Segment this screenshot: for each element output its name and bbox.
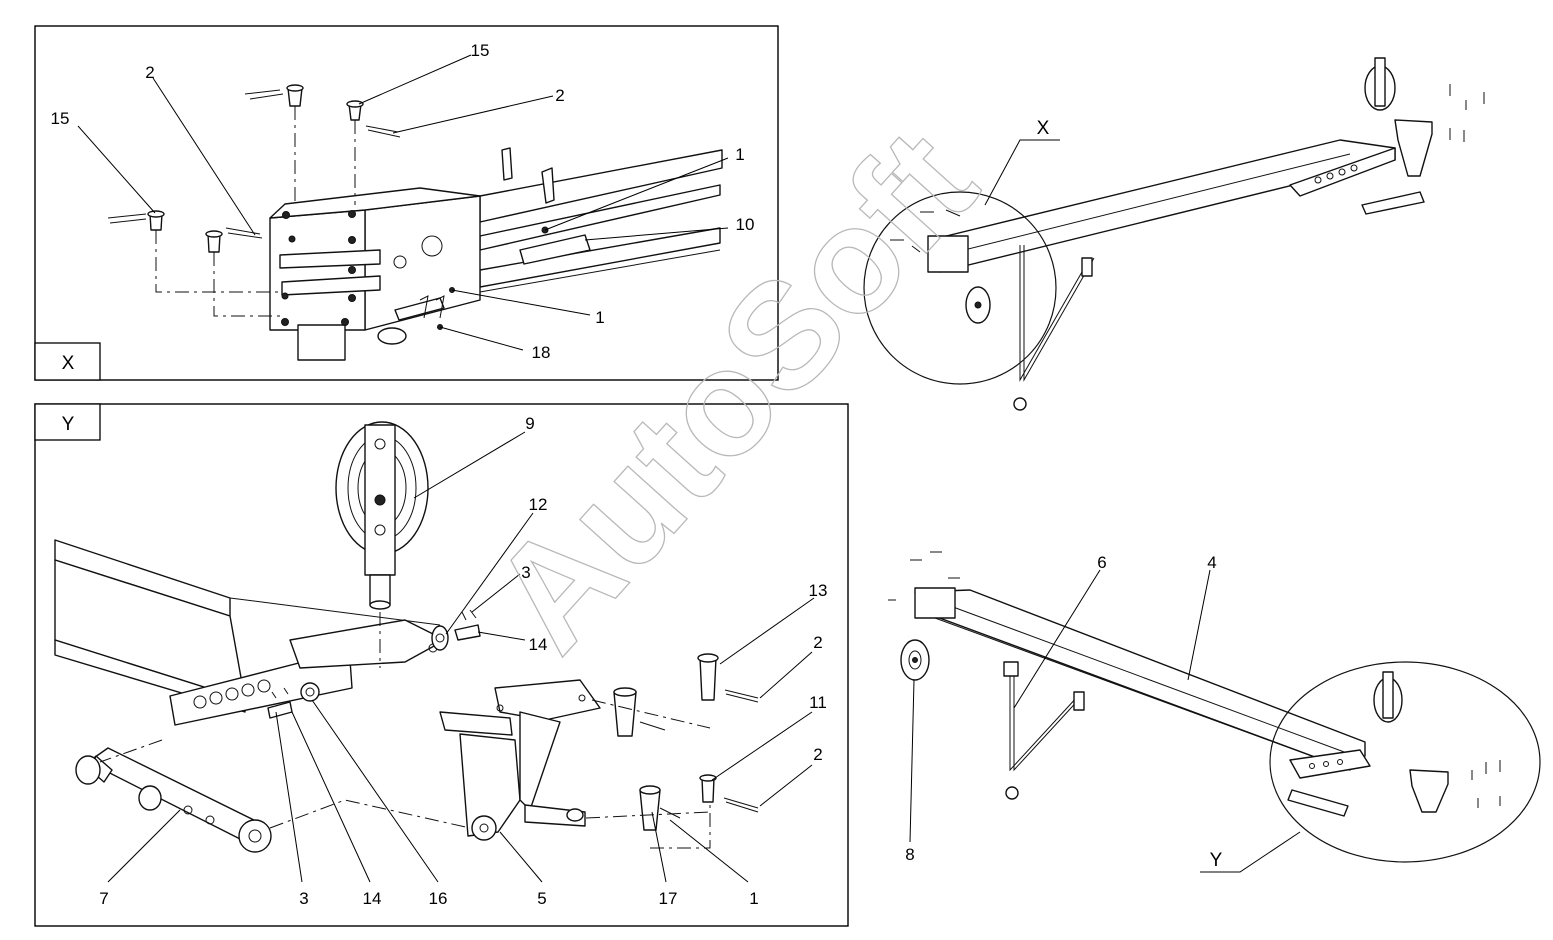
loose-pins bbox=[267, 609, 759, 831]
callout-label: 8 bbox=[905, 845, 914, 864]
overview-assembled-top: X bbox=[863, 57, 1485, 411]
callout-label: 11 bbox=[809, 693, 827, 712]
detail-callout-tag-y: Y bbox=[1210, 850, 1223, 871]
boom-tip-assembly bbox=[54, 421, 759, 853]
callout-label: 15 bbox=[51, 109, 70, 128]
detail-callout-tag-x: X bbox=[1037, 118, 1050, 139]
callout-label: 7 bbox=[99, 889, 108, 908]
callout-label: 1 bbox=[735, 145, 744, 164]
callout-label: 18 bbox=[532, 343, 551, 362]
panel-y-leaders bbox=[107, 431, 815, 883]
mounting-bracket bbox=[439, 679, 601, 841]
callout-label: 4 bbox=[1207, 553, 1216, 572]
callout-label: 10 bbox=[736, 215, 755, 234]
panel-y-callouts: 9 12 3 14 13 2 11 2 7 3 14 16 5 17 1 bbox=[99, 414, 827, 908]
callout-label: 2 bbox=[813, 745, 822, 764]
callout-label: 17 bbox=[659, 889, 678, 908]
detail-panel-y: Y bbox=[34, 403, 849, 927]
panel-x-tag-box bbox=[34, 342, 101, 381]
callout-label: 15 bbox=[471, 41, 490, 60]
callout-label: 3 bbox=[299, 889, 308, 908]
boom-end-assembly bbox=[107, 84, 723, 361]
callout-label: 3 bbox=[521, 563, 530, 582]
overview-exploded-bottom: Y 6 4 8 bbox=[888, 551, 1541, 873]
callout-label: 2 bbox=[813, 633, 822, 652]
callout-label: 12 bbox=[529, 495, 548, 514]
callout-label: 5 bbox=[537, 889, 546, 908]
sheave-block bbox=[335, 421, 429, 610]
detail-panel-x: X bbox=[34, 25, 779, 381]
panel-y-tag: Y bbox=[62, 414, 75, 435]
panel-x-leaders bbox=[77, 54, 729, 351]
callout-label: 2 bbox=[555, 86, 564, 105]
detail-callout-circle-x bbox=[863, 191, 1057, 385]
callout-label: 9 bbox=[525, 414, 534, 433]
hydraulic-cylinder bbox=[75, 747, 272, 853]
panel-y-tag-box bbox=[34, 403, 101, 441]
callout-label: 14 bbox=[363, 889, 382, 908]
callout-label: 1 bbox=[595, 308, 604, 327]
callout-label: 1 bbox=[749, 889, 758, 908]
detail-callout-circle-y bbox=[1269, 661, 1541, 863]
panel-x-callouts: 15 2 15 2 1 10 1 18 bbox=[51, 41, 755, 362]
callout-label: 13 bbox=[809, 581, 828, 600]
callout-label: 2 bbox=[145, 63, 154, 82]
callout-label: 6 bbox=[1097, 553, 1106, 572]
callout-label: 14 bbox=[529, 635, 548, 654]
panel-x-tag: X bbox=[62, 353, 75, 374]
callout-label: 16 bbox=[429, 889, 448, 908]
